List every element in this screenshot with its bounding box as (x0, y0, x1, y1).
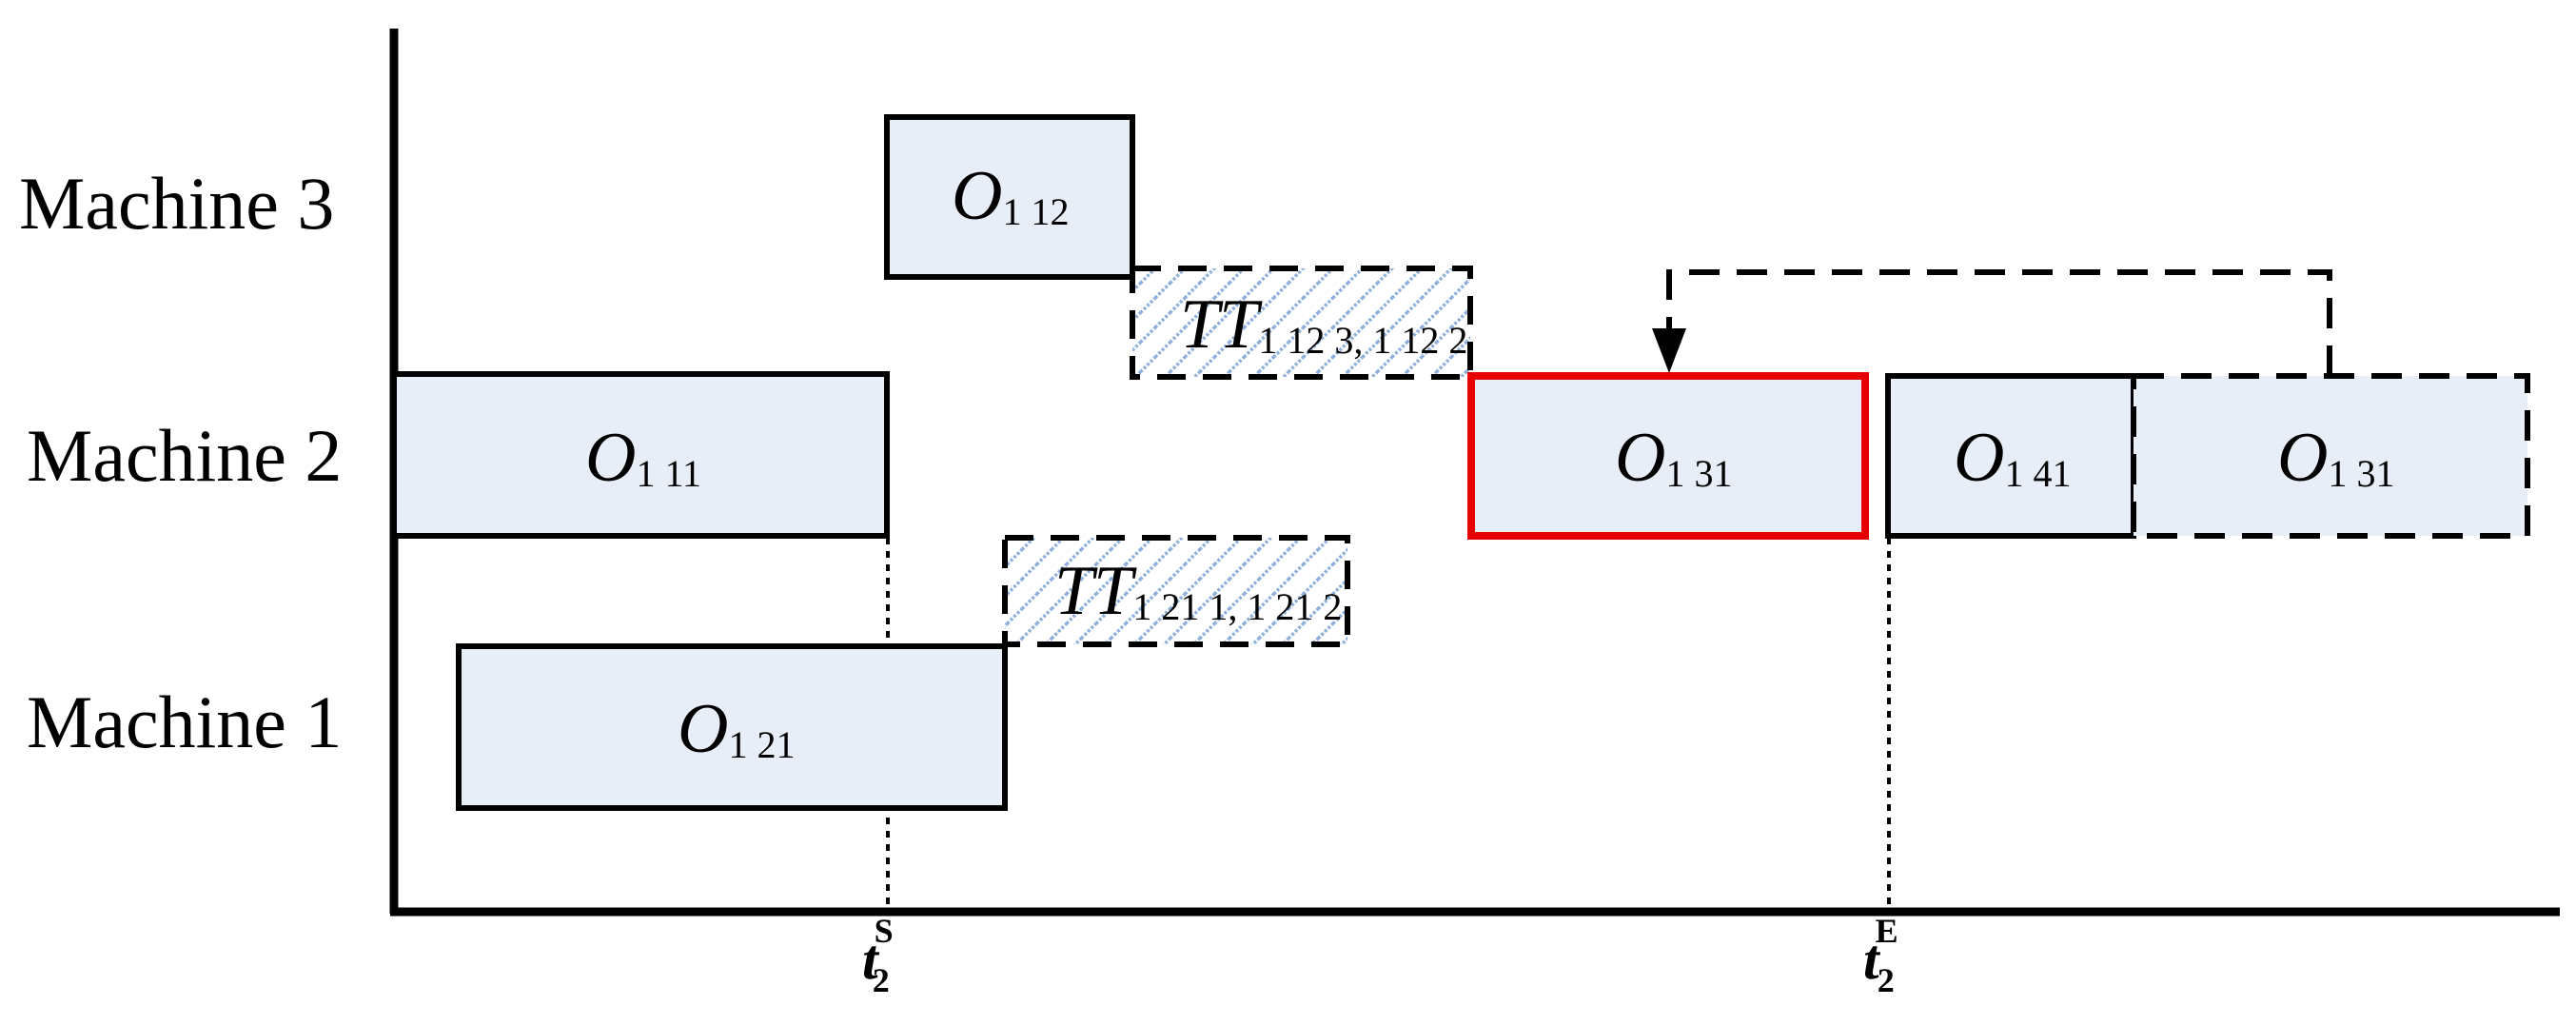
op-o121-label: O1 21 (678, 690, 795, 768)
op-o141-label: O1 41 (1954, 419, 2071, 497)
transfer-tt1123-box (1130, 266, 1473, 380)
machine-1-label: Machine 1 (27, 681, 342, 763)
transfer-tt1123-label: TT1 12 3, 1 12 2 (1180, 286, 1467, 364)
reschedule-arrow-path (1666, 269, 2332, 376)
op-o111-box (391, 371, 890, 539)
transfer-tt1211-label: TT1 21 1, 1 21 2 (1054, 552, 1342, 630)
machine-3-label: Machine 3 (19, 162, 334, 245)
machine-2-label: Machine 2 (27, 414, 342, 497)
op-o131-highlight-box (1467, 372, 1869, 540)
op-o131-moved-label: O1 31 (2277, 419, 2394, 497)
op-o141-box (1885, 373, 2136, 539)
op-o131-highlight-label: O1 31 (1615, 419, 1732, 497)
op-o112-box (884, 114, 1135, 280)
op-o121-box (456, 643, 1008, 811)
reschedule-arrowhead-icon (1652, 328, 1686, 373)
transfer-tt1211-box (1002, 535, 1350, 647)
op-o111-label: O1 11 (585, 419, 701, 497)
op-o112-label: O1 12 (952, 157, 1069, 235)
